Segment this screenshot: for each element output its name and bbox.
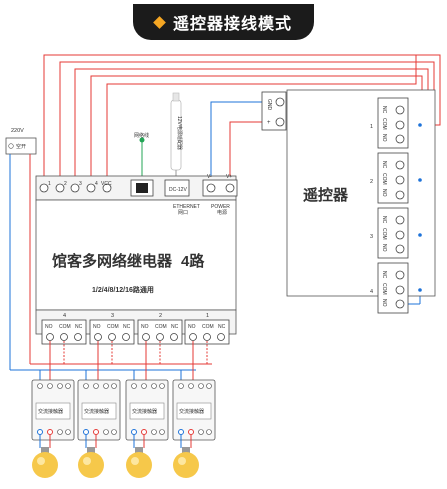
remote-ch1-nc: NC: [381, 106, 387, 114]
remote-ch1-com: COM: [381, 118, 387, 130]
bulb-4: [173, 435, 199, 478]
remote-name: 遥控器: [303, 186, 349, 204]
ethernet-port: ETHERNET 网口: [130, 179, 200, 216]
relay-module: 1 2 3 4 VCC ETHERNET 网口 DC-12V V- V+ POW…: [35, 174, 238, 335]
remote-ch2-com: COM: [381, 173, 387, 185]
contactor-4: 交流接触器: [172, 379, 216, 441]
page-title: 遥控器接线模式: [172, 14, 292, 33]
adapter-label: 12V电源适配器: [176, 116, 183, 150]
output-3: 3 NO COM NC: [89, 313, 135, 345]
output-1-com: COM: [202, 324, 214, 330]
output-3-nc: NC: [123, 324, 131, 330]
remote-ch2-no: NO: [381, 189, 387, 197]
power-label: POWER: [211, 204, 230, 210]
output-1: 1 NO COM NC: [184, 313, 230, 345]
terminal-label-1: 1: [48, 181, 51, 187]
terminal-label-2: 2: [64, 181, 67, 187]
dc-jack: DC-12V: [164, 179, 190, 197]
output-2-com: COM: [155, 324, 167, 330]
remote-channel-2: 2 NC COM NO: [370, 152, 409, 204]
network-cable: 网络线: [134, 132, 149, 183]
output-3-no: NO: [93, 324, 101, 330]
contactor-1-label: 交流接触器: [38, 408, 63, 415]
breaker: 220V 空开: [5, 128, 37, 370]
power-terminals: V- V+ POWER 电源: [202, 174, 238, 216]
bulb-3: [126, 435, 152, 478]
breaker-label: 空开: [16, 143, 26, 150]
contactor-3: 交流接触器: [125, 379, 169, 441]
power-sub: 电源: [217, 209, 227, 216]
remote-ch3-com: COM: [381, 228, 387, 240]
remote-ch3-no: NO: [381, 244, 387, 252]
remote-ch4-nc: NC: [381, 271, 387, 279]
remote-ch3-num: 3: [370, 234, 373, 240]
dc-label: DC-12V: [169, 187, 187, 193]
bulb-2: [78, 435, 104, 478]
junction-dots: [418, 123, 422, 292]
contactor-3-label: 交流接触器: [132, 408, 157, 415]
output-1-nc: NC: [218, 324, 226, 330]
output-2: 2 NO COM NC: [137, 313, 183, 345]
remote-ch4-num: 4: [370, 289, 373, 295]
contactor-4-label: 交流接触器: [179, 408, 204, 415]
terminal-label-vcc: VCC: [101, 181, 112, 187]
relay-input-terminals: 1 2 3 4 VCC: [39, 181, 112, 193]
contactor-2-label: 交流接触器: [84, 408, 109, 415]
contactors: 交流接触器 交流接触器 交流接触器: [31, 379, 216, 441]
remote-plus: +: [267, 120, 271, 126]
ethernet-sub: 网口: [178, 210, 188, 216]
terminal-label-3: 3: [79, 181, 82, 187]
remote-ch1-num: 1: [370, 124, 373, 130]
output-4-nc: NC: [75, 324, 83, 330]
remote-ch3-nc: NC: [381, 216, 387, 224]
output-4-num: 4: [63, 313, 66, 319]
output-4-com: COM: [59, 324, 71, 330]
output-1-num: 1: [206, 313, 209, 319]
output-3-num: 3: [111, 313, 114, 319]
output-wires: [10, 341, 212, 382]
ethernet-label: ETHERNET: [173, 204, 200, 210]
network-cable-label: 网络线: [134, 132, 149, 139]
bulbs: [32, 435, 199, 478]
bulb-1: [32, 435, 58, 478]
remote-ch1-no: NO: [381, 134, 387, 142]
output-2-no: NO: [141, 324, 149, 330]
relay-channels: 4路: [181, 252, 205, 270]
output-4: 4 NO COM NC: [41, 313, 87, 345]
remote-ch2-nc: NC: [381, 161, 387, 169]
relay-subtitle: 1/2/4/8/12/16路通用: [92, 285, 154, 294]
remote-channel-1: 1 NC COM NO: [370, 97, 409, 149]
remote-ch2-num: 2: [370, 179, 373, 185]
title-banner: 遥控器接线模式: [133, 4, 314, 40]
remote-gnd: GND: [266, 99, 272, 111]
output-1-no: NO: [188, 324, 196, 330]
v-plus-label: V+: [226, 174, 232, 180]
relay-outputs: 4 NO COM NC 3 NO COM NC 2 NO COM NC: [41, 313, 230, 345]
terminal-label-4: 4: [95, 181, 98, 187]
remote-ch4-no: NO: [381, 299, 387, 307]
relay-name: 馆客多网络继电器: [52, 252, 173, 270]
output-2-nc: NC: [171, 324, 179, 330]
remote-channel-4: 4 NC COM NO: [370, 262, 409, 314]
contactor-1: 交流接触器: [31, 379, 75, 441]
remote-channel-3: 3 NC COM NO: [370, 207, 409, 259]
breaker-voltage: 220V: [11, 128, 24, 134]
output-3-com: COM: [107, 324, 119, 330]
contactor-2: 交流接触器: [77, 379, 121, 441]
v-minus-label: V-: [207, 174, 212, 180]
diamond-icon: [153, 15, 166, 29]
power-adapter: 12V电源适配器: [170, 92, 183, 180]
remote-ch4-com: COM: [381, 283, 387, 295]
output-4-no: NO: [45, 324, 53, 330]
remote-controller: GND + 遥控器 1 NC COM NO 2 NC COM NO 3 NC: [261, 89, 436, 314]
output-2-num: 2: [159, 313, 162, 319]
